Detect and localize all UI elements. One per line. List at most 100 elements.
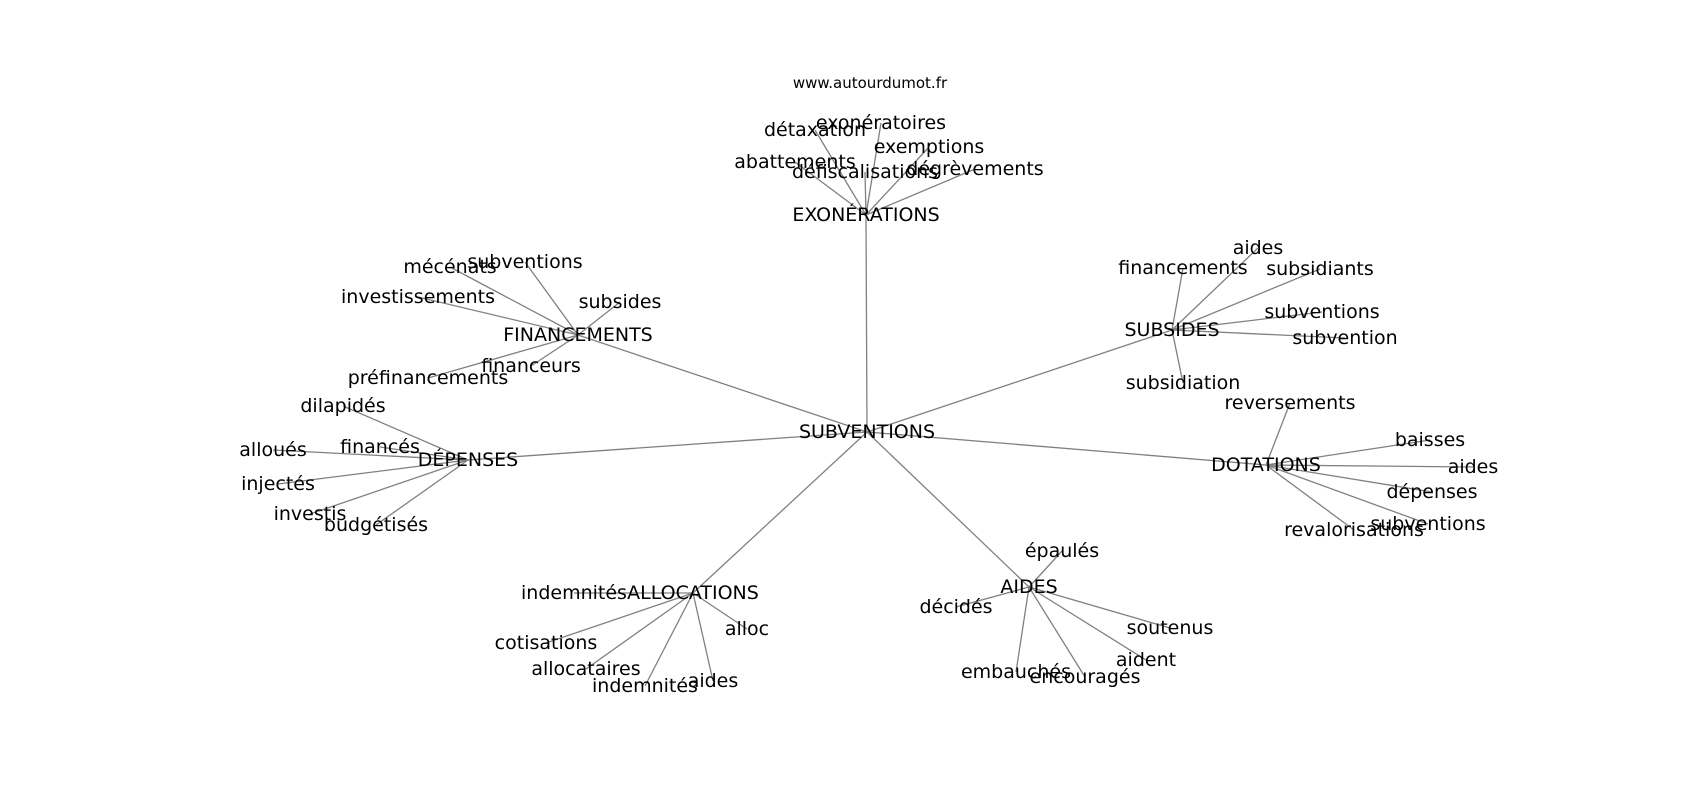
edge-hub-to-leaf [427, 334, 579, 379]
edge-hub-to-leaf [1265, 464, 1433, 493]
leaf-node-label: baisses [1395, 429, 1465, 451]
hub-node-label: ALLOCATIONS [627, 582, 759, 604]
leaf-node-label: subventions [1264, 301, 1379, 323]
edge-hub-to-leaf [1265, 464, 1429, 525]
leaf-node-label: embauchés [961, 661, 1071, 683]
leaf-node-label: investissements [341, 286, 495, 308]
edge-hub-to-leaf [1028, 586, 1086, 678]
edge-hub-to-leaf [955, 586, 1030, 608]
edge-hub-to-leaf [1265, 439, 1431, 466]
edge-root-to-hub [866, 329, 1173, 433]
hub-node-label: FINANCEMENTS [503, 324, 653, 346]
edge-hub-to-leaf [864, 171, 867, 216]
hub-node-label: SUBSIDES [1124, 319, 1219, 341]
leaf-node-label: cotisations [495, 632, 598, 654]
edge-hub-to-leaf [1015, 586, 1030, 673]
leaf-node-label: détaxation [764, 119, 866, 141]
edge-hub-to-leaf [577, 301, 621, 336]
edge-hub-to-leaf [692, 592, 748, 630]
leaf-node-label: mécénats [403, 256, 496, 278]
leaf-node-label: aides [1233, 237, 1284, 259]
edge-hub-to-leaf [449, 266, 579, 336]
leaf-node-label: subventions [467, 251, 582, 273]
leaf-node-label: subventions [1370, 513, 1485, 535]
edge-hub-to-leaf [1028, 586, 1147, 661]
edge-hub-to-leaf [1171, 247, 1259, 331]
hub-node-label: DOTATIONS [1211, 454, 1321, 476]
edge-hub-to-leaf [1265, 402, 1291, 466]
leaf-node-label: dégrèvements [906, 158, 1043, 180]
leaf-node-label: indemnités [592, 675, 698, 697]
leaf-node-label: financeurs [481, 355, 581, 377]
edge-hub-to-leaf [585, 592, 694, 670]
leaf-node-label: subsides [579, 291, 662, 313]
leaf-node-label: défiscalisations [792, 161, 938, 183]
edges-layer [272, 122, 1474, 687]
hub-node-label: EXONÉRATIONS [792, 203, 939, 226]
edge-root-to-hub [692, 431, 868, 594]
leaf-node-label: subsidiation [1126, 372, 1241, 394]
leaf-node-label: alloués [239, 439, 306, 461]
edge-hub-to-leaf [794, 161, 867, 216]
edge-hub-to-leaf [524, 261, 579, 336]
leaf-node-label: exonératoires [816, 112, 946, 134]
edge-root-to-hub [467, 431, 868, 461]
leaf-node-label: investis [274, 503, 347, 525]
leaf-node-label: allocataires [531, 658, 640, 680]
edge-hub-to-leaf [644, 592, 694, 687]
edge-hub-to-leaf [342, 405, 469, 461]
leaf-node-label: aident [1116, 649, 1176, 671]
leaf-node-label: financés [340, 436, 420, 458]
hub-node-label: AIDES [1000, 576, 1057, 598]
leaf-node-label: budgétisés [324, 514, 428, 536]
edge-hub-to-leaf [530, 334, 579, 367]
edge-hub-to-leaf [1028, 586, 1171, 629]
leaf-node-label: indemnités [521, 582, 627, 604]
edge-root-to-hub [866, 431, 1267, 466]
source-url-label: www.autourdumot.fr [793, 74, 948, 92]
leaf-node-label: préfinancements [348, 367, 509, 389]
leaf-node-label: épaulés [1025, 540, 1099, 562]
leaf-node-label: dilapidés [300, 395, 385, 417]
edge-hub-to-leaf [379, 446, 469, 461]
leaf-node-label: revalorisations [1284, 519, 1424, 541]
edge-hub-to-leaf [1171, 329, 1346, 339]
root-node-label: SUBVENTIONS [799, 421, 935, 443]
edge-hub-to-leaf [1171, 267, 1184, 331]
edge-hub-to-leaf [272, 449, 469, 461]
edge-hub-to-leaf [1028, 550, 1063, 588]
edge-hub-to-leaf [375, 459, 469, 526]
edge-hub-to-leaf [545, 592, 694, 644]
leaf-node-label: dépenses [1386, 481, 1477, 503]
leaf-node-label: injectés [241, 473, 315, 495]
edge-hub-to-leaf [1265, 464, 1355, 531]
edge-hub-to-leaf [417, 296, 579, 336]
leaf-node-label: reversements [1224, 392, 1355, 414]
edge-hub-to-leaf [1265, 464, 1474, 468]
leaf-node-label: aides [688, 670, 739, 692]
edge-hub-to-leaf [309, 459, 469, 515]
edge-hub-to-leaf [1171, 268, 1321, 331]
edge-hub-to-leaf [1171, 329, 1184, 384]
edge-hub-to-leaf [865, 146, 930, 216]
edge-root-to-hub [865, 214, 868, 433]
edge-hub-to-leaf [692, 592, 714, 682]
edge-hub-to-leaf [1171, 311, 1323, 331]
leaf-node-label: subsidiants [1266, 258, 1374, 280]
leaf-node-label: soutenus [1127, 617, 1214, 639]
edge-hub-to-leaf [814, 129, 867, 216]
leaf-node-label: décidés [919, 596, 992, 618]
leaf-node-label: financements [1118, 257, 1247, 279]
leaf-node-label: exemptions [874, 136, 985, 158]
edge-hub-to-leaf [865, 168, 976, 216]
edge-root-to-hub [577, 334, 868, 433]
leaf-node-label: alloc [725, 618, 769, 640]
leaf-node-label: encouragés [1030, 666, 1141, 688]
hub-node-label: DÉPENSES [418, 448, 518, 471]
edge-hub-to-leaf [865, 122, 882, 216]
labels-layer: SUBVENTIONS abattements détaxationexonérat… [239, 112, 1498, 697]
edge-hub-to-leaf [277, 459, 469, 485]
leaf-node-label: abattements [734, 151, 856, 173]
leaf-node-label: subvention [1292, 327, 1397, 349]
